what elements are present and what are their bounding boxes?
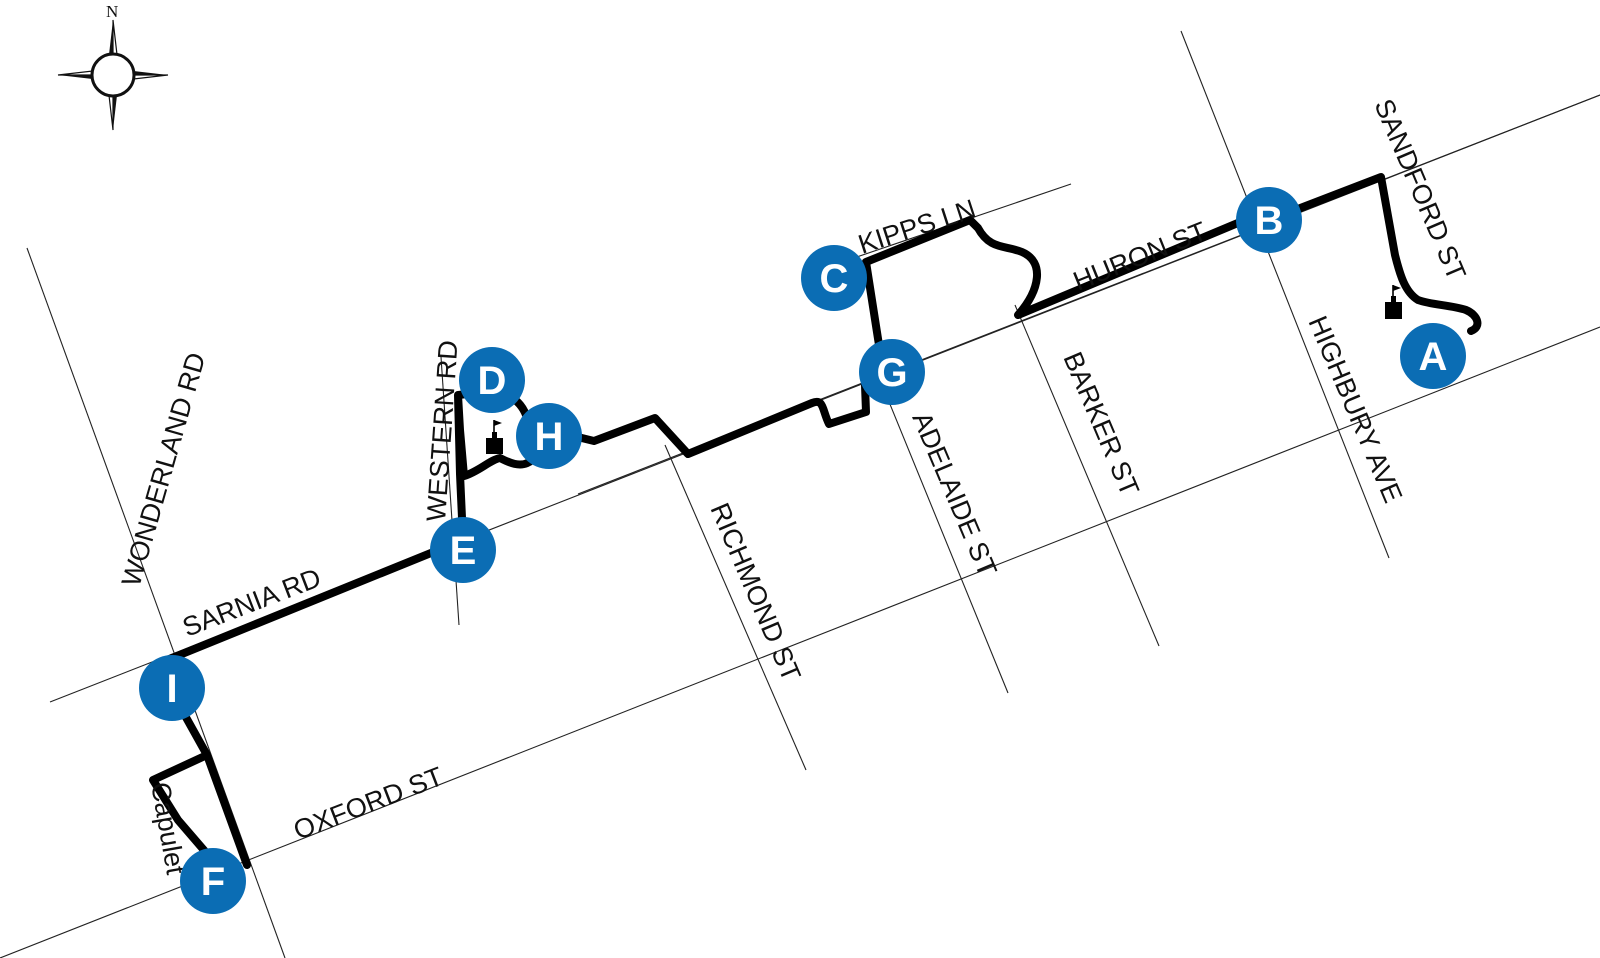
bus-stop-e[interactable]: E bbox=[430, 517, 496, 583]
bus-stop-f-label: F bbox=[201, 860, 225, 904]
bus-stop-h[interactable]: H bbox=[516, 403, 582, 469]
barker-st-line bbox=[1014, 304, 1160, 647]
school-icon bbox=[1385, 285, 1402, 319]
bus-stop-g-label: G bbox=[876, 351, 907, 395]
street-label-oxford-st: OXFORD ST bbox=[289, 761, 447, 845]
street-label-richmond-st: RICHMOND ST bbox=[704, 499, 806, 686]
street-label-kipps-ln: KIPPS LN bbox=[855, 194, 980, 260]
compass-rose-icon: N bbox=[57, 2, 169, 131]
bus-stop-a[interactable]: A bbox=[1400, 323, 1466, 389]
bus-stop-e-label: E bbox=[450, 529, 477, 573]
bus-stop-c[interactable]: C bbox=[801, 245, 867, 311]
bus-stop-b[interactable]: B bbox=[1236, 187, 1302, 253]
bus-stop-d[interactable]: D bbox=[459, 347, 525, 413]
bus-stop-b-label: B bbox=[1255, 199, 1284, 243]
street-label-capulet: Capulet bbox=[145, 780, 191, 877]
bus-stop-a-label: A bbox=[1419, 335, 1448, 379]
street-label-barker-st: BARKER ST bbox=[1057, 348, 1144, 501]
oxford-st-line bbox=[0, 326, 1600, 958]
bus-stop-i[interactable]: I bbox=[139, 655, 205, 721]
school-icon bbox=[486, 420, 503, 454]
street-label-wonderland-rd: WONDERLAND RD bbox=[116, 349, 211, 589]
bus-stop-c-label: C bbox=[820, 257, 849, 301]
bus-stop-g[interactable]: G bbox=[859, 339, 925, 405]
richmond-st-line bbox=[664, 444, 807, 771]
bus-stop-i-label: I bbox=[166, 667, 177, 711]
street-label-adelaide-st: ADELAIDE ST bbox=[906, 408, 1002, 581]
bus-stop-d-label: D bbox=[478, 359, 507, 403]
adelaide-st-line bbox=[875, 369, 1009, 694]
bus-stop-h-label: H bbox=[535, 415, 564, 459]
bus-stop-f[interactable]: F bbox=[180, 848, 246, 914]
north-label: N bbox=[106, 2, 118, 21]
street-lines bbox=[0, 30, 1600, 958]
highbury-ave-line bbox=[1180, 30, 1390, 559]
